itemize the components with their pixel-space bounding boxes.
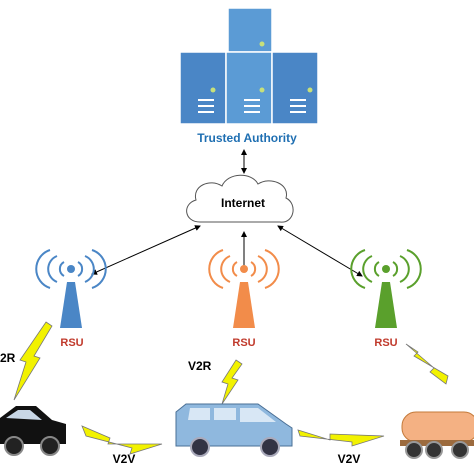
arrow-internet-rsu-right	[277, 225, 363, 277]
rsu-label: RSU	[374, 337, 397, 349]
v2r-left-label: 2R	[0, 351, 16, 365]
rsu-tower-icon	[208, 249, 280, 328]
rsu-label: RSU	[232, 337, 255, 349]
wireless-links	[13, 321, 449, 455]
tanker-truck-icon	[400, 411, 474, 459]
van-icon	[175, 403, 293, 457]
lightning-icon	[221, 359, 243, 405]
cloud-icon	[186, 174, 294, 223]
trusted-authority-label: Trusted Authority	[197, 131, 297, 145]
rsu-tower-icon	[350, 249, 422, 328]
v2v-right-label: V2V	[338, 452, 361, 466]
rsu-label: RSU	[60, 337, 83, 349]
car-icon	[0, 406, 66, 456]
arrow-internet-rsu-left	[91, 225, 201, 275]
lightning-icon	[81, 425, 163, 455]
server-cluster-icon	[179, 7, 319, 125]
v2v-left-label: V2V	[113, 452, 136, 466]
internet-label: Internet	[221, 196, 265, 210]
lightning-icon	[405, 343, 449, 385]
rsu-tower-icon	[35, 249, 107, 328]
lightning-icon	[13, 321, 53, 401]
lightning-icon	[297, 429, 385, 447]
v2r-mid-label: V2R	[188, 359, 212, 373]
